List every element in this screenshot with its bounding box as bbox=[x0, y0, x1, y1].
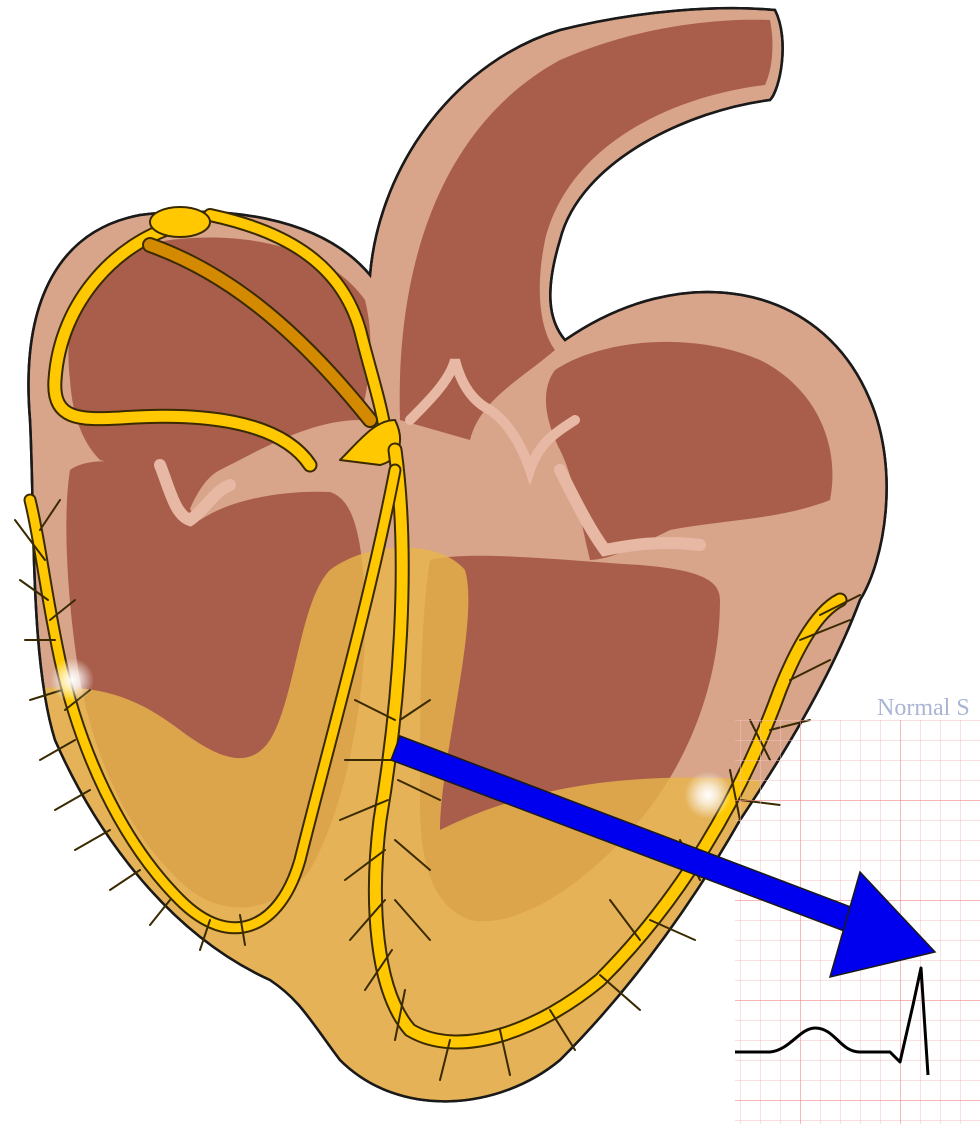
ecg-title: Normal S bbox=[877, 695, 970, 721]
sa-node bbox=[150, 207, 210, 237]
